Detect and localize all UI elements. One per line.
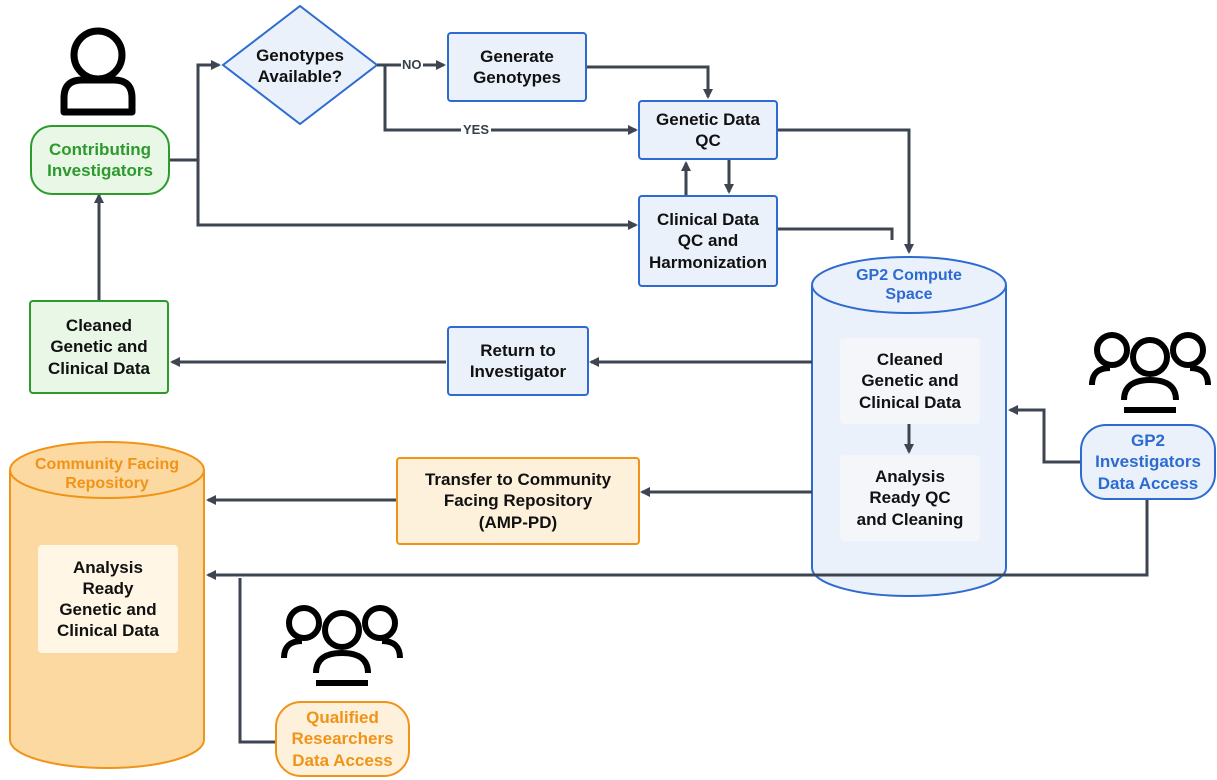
clinical-data-qc-node[interactable]: Clinical Data QC and Harmonization <box>638 195 778 287</box>
transfer-to-repository-node[interactable]: Transfer to Community Facing Repository … <box>396 457 640 545</box>
gp2-cleaned-data-node: Cleaned Genetic and Clinical Data <box>840 338 980 424</box>
edge-ci-to-clinical <box>196 160 638 230</box>
edge-yes <box>383 65 638 135</box>
genotypes-available-diamond <box>221 4 379 126</box>
edge-ci-to-diamond <box>170 60 221 162</box>
edge-clinical-to-gp2 <box>778 227 894 240</box>
genetic-data-qc-node[interactable]: Genetic Data QC <box>638 100 778 160</box>
community-repository-title: Community Facing Repository <box>34 456 179 493</box>
qualified-researchers-access-node[interactable]: Qualified Researchers Data Access <box>275 701 410 777</box>
edge-label-no: NO <box>401 57 423 72</box>
genotypes-available-label: Genotypes Available? <box>256 45 344 86</box>
users-group-icon-bottom <box>281 605 403 686</box>
users-group-icon-right <box>1089 332 1211 413</box>
user-icon <box>60 27 136 116</box>
cleaned-data-left-node[interactable]: Cleaned Genetic and Clinical Data <box>29 300 169 394</box>
return-to-investigator-node[interactable]: Return to Investigator <box>447 326 589 396</box>
community-analysis-ready-node: Analysis Ready Genetic and Clinical Data <box>38 545 178 653</box>
contributing-investigators-node[interactable]: Contributing Investigators <box>30 125 170 195</box>
edge-genetic-to-gp2 <box>778 128 914 254</box>
edge-gp2inv-to-repo <box>206 500 1149 580</box>
gp2-compute-space-title: GP2 Compute Space <box>856 267 962 304</box>
edge-generate-to-genetic <box>587 65 713 99</box>
generate-genotypes-node[interactable]: Generate Genotypes <box>447 32 587 102</box>
edge-gp2inv-to-gp2 <box>1008 405 1080 464</box>
connectors <box>94 60 1149 744</box>
gp2-investigators-access-node[interactable]: GP2 Investigators Data Access <box>1080 424 1216 500</box>
edge-label-yes: YES <box>461 122 492 137</box>
edge-qr-to-repo <box>238 578 275 744</box>
gp2-analysis-ready-node: Analysis Ready QC and Cleaning <box>840 455 980 541</box>
